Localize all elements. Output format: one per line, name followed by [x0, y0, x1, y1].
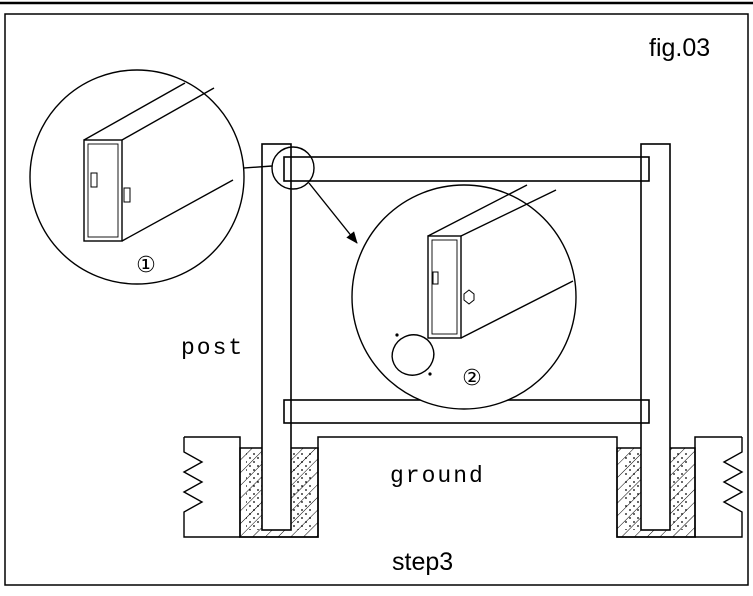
joint-highlight-circle: [271, 146, 315, 190]
figure-label: fig.03: [649, 34, 710, 62]
ground-label: ground: [390, 463, 485, 489]
earth-break-left: [182, 437, 240, 538]
detail-1: ①: [29, 69, 245, 285]
detail-1-number: ①: [136, 252, 156, 277]
detail-2-number: ②: [462, 365, 482, 390]
post-label: post: [181, 335, 244, 361]
detail-2: ②: [351, 184, 577, 410]
leader-arrow-2: [308, 182, 358, 244]
step-label: step3: [392, 548, 453, 576]
figure-frame: [4, 13, 749, 586]
post-right: [640, 143, 671, 531]
top-rail: [283, 156, 650, 182]
post-left: [261, 143, 292, 531]
earth-break-right: [695, 437, 744, 538]
